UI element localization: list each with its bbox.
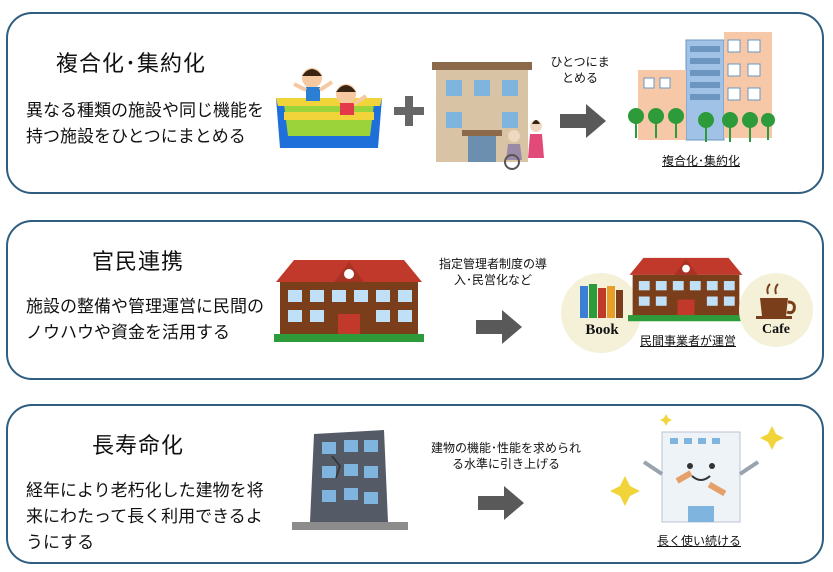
- section-title: 複合化･集約化: [56, 52, 207, 77]
- section-description: 経年により老朽化した建物を将来にわたって長く利用できるようにする: [26, 481, 264, 553]
- process-note: 指定管理者制度の導入･民営化など: [438, 257, 547, 287]
- process-note: ひとつにまとめる: [550, 55, 610, 85]
- arrow-icon: [476, 310, 522, 344]
- care-facility-illustration: [432, 58, 550, 170]
- old-building-illustration: [292, 426, 408, 532]
- result-label: 複合化･集約化: [661, 154, 740, 168]
- arrow-icon: [478, 486, 524, 520]
- arrow-icon: [560, 104, 606, 138]
- complex-building-illustration: [626, 30, 776, 150]
- cafe-label: Cafe: [762, 322, 790, 337]
- book-badge: [560, 272, 642, 354]
- book-label: Book: [585, 322, 619, 338]
- kids-pool-illustration: [270, 54, 388, 154]
- section-description: 異なる種類の施設や同じ機能を持つ施設をひとつにまとめる: [26, 101, 264, 147]
- cafe-badge: [738, 272, 814, 348]
- section-life-extension: 長寿命化 経年により老朽化した建物を将来にわたって長く利用できるようにする 建物…: [6, 404, 824, 564]
- section-title: 長寿命化: [92, 434, 185, 459]
- renewed-building-illustration: [608, 414, 788, 524]
- section-description: 施設の整備や管理運営に民間のノウハウや資金を活用する: [26, 297, 264, 343]
- school-building-illustration: [274, 256, 424, 342]
- plus-icon: [394, 96, 424, 126]
- process-note: 建物の機能･性能を求められる水準に引き上げる: [430, 441, 581, 471]
- result-label: 民間事業者が運営: [639, 334, 736, 348]
- section-consolidation: 複合化･集約化 異なる種類の施設や同じ機能を持つ施設をひとつにまとめる: [6, 12, 824, 194]
- private-operated-school-illustration: [628, 252, 744, 324]
- result-label: 長く使い続ける: [656, 534, 741, 548]
- section-public-private: 官民連携 施設の整備や管理運営に民間のノウハウや資金を活用する 指定管理者制度の…: [6, 220, 824, 380]
- section-title: 官民連携: [92, 250, 185, 275]
